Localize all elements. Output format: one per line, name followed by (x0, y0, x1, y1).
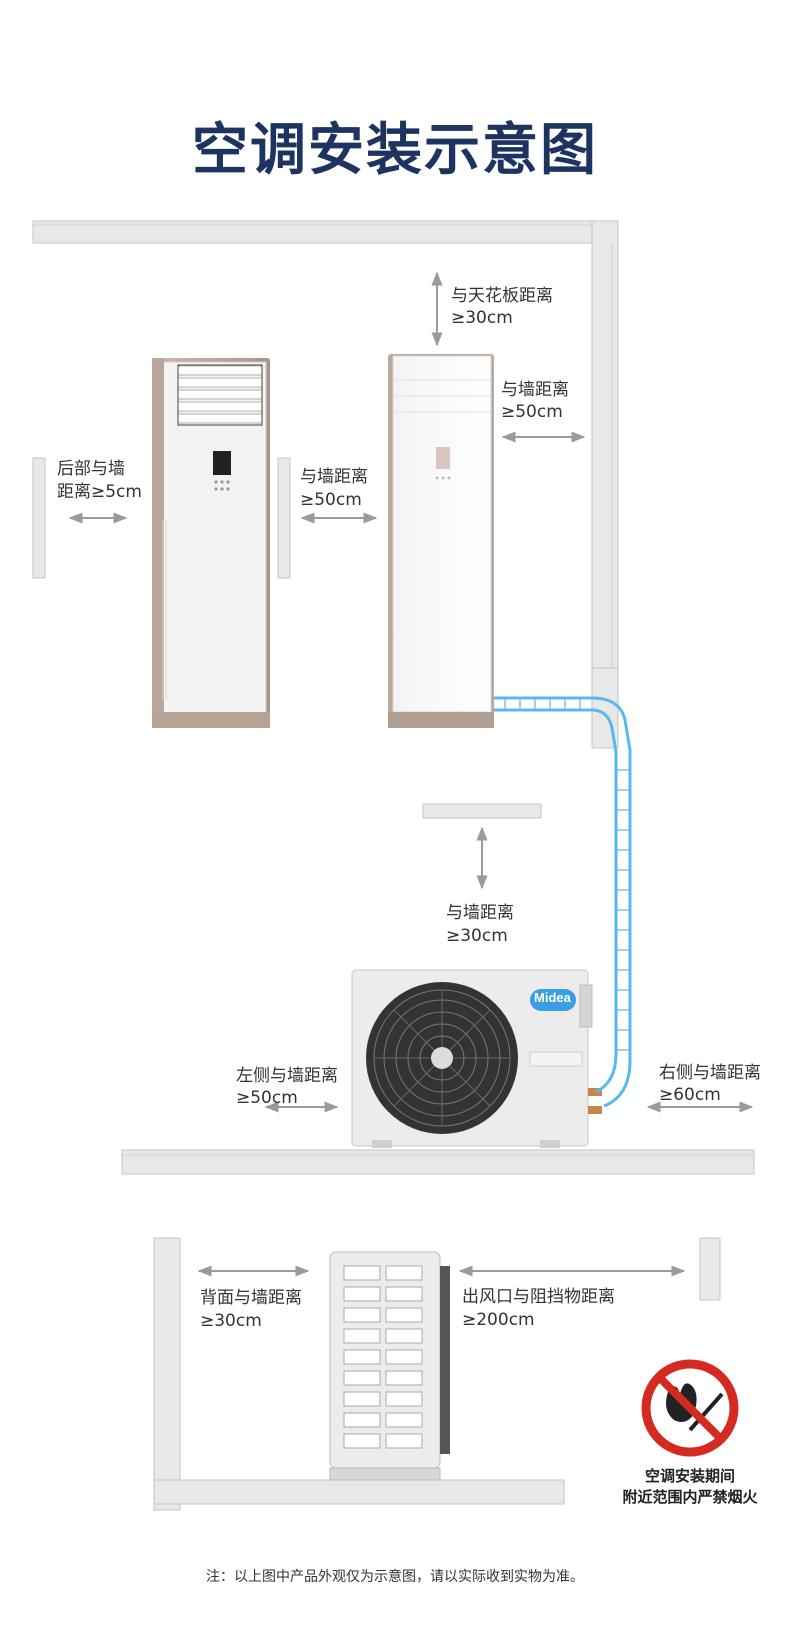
right-clearance-label-line1: 右侧与墙距离 (659, 1063, 761, 1083)
top-wall-label-line2: ≥30cm (446, 926, 508, 946)
back-wall-label-line1: 后部与墙 (57, 459, 125, 479)
top-wall-label-line1: 与墙距离 (446, 903, 514, 923)
outlet-clearance-label-line2: ≥200cm (462, 1310, 535, 1330)
outlet-clearance-label-line1: 出风口与阻挡物距离 (462, 1287, 615, 1307)
right-wall-label-line2: ≥50cm (501, 402, 563, 422)
left-clearance-label-line1: 左侧与墙距离 (236, 1066, 338, 1086)
room-walls (32, 220, 619, 749)
warning-text-line1: 空调安装期间 (644, 1467, 735, 1485)
outdoor-unit-front (351, 969, 602, 1148)
warning-text-line2: 附近范围内严禁烟火 (622, 1488, 758, 1506)
left-clearance-label-line2: ≥50cm (236, 1088, 298, 1108)
back-clearance-label-line1: 背面与墙距离 (200, 1288, 302, 1308)
disclaimer-note: 注：以上图中产品外观仅为示意图，请以实际收到实物为准。 (206, 1569, 584, 1585)
indoor-unit-left (152, 358, 270, 728)
side-wall-label-line1: 与墙距离 (300, 467, 368, 487)
ceiling-label-line1: 与天花板距离 (451, 286, 553, 306)
side-view-walls (153, 1237, 721, 1511)
refrigerant-pipe (494, 696, 632, 1108)
pipe-ribs (504, 698, 630, 1051)
distance-arrows (68, 271, 754, 1277)
brand-logo: Midea (534, 990, 571, 1005)
ceiling-label-line2: ≥30cm (451, 308, 513, 328)
back-wall-piece (32, 457, 46, 579)
indoor-unit-right (388, 354, 494, 728)
back-wall-label-line2: 距离≥5cm (57, 482, 142, 502)
outdoor-unit-side (329, 1251, 450, 1481)
middle-wall-piece (277, 457, 291, 579)
no-fire-icon (641, 1359, 739, 1457)
top-wall-piece (422, 803, 542, 819)
right-clearance-label-line2: ≥60cm (659, 1085, 721, 1105)
back-clearance-label-line2: ≥30cm (200, 1311, 262, 1331)
right-wall-label-line1: 与墙距离 (501, 380, 569, 400)
side-wall-label-line2: ≥50cm (300, 490, 362, 510)
ground-floor (121, 1149, 755, 1175)
page-title: 空调安装示意图 (192, 118, 598, 183)
